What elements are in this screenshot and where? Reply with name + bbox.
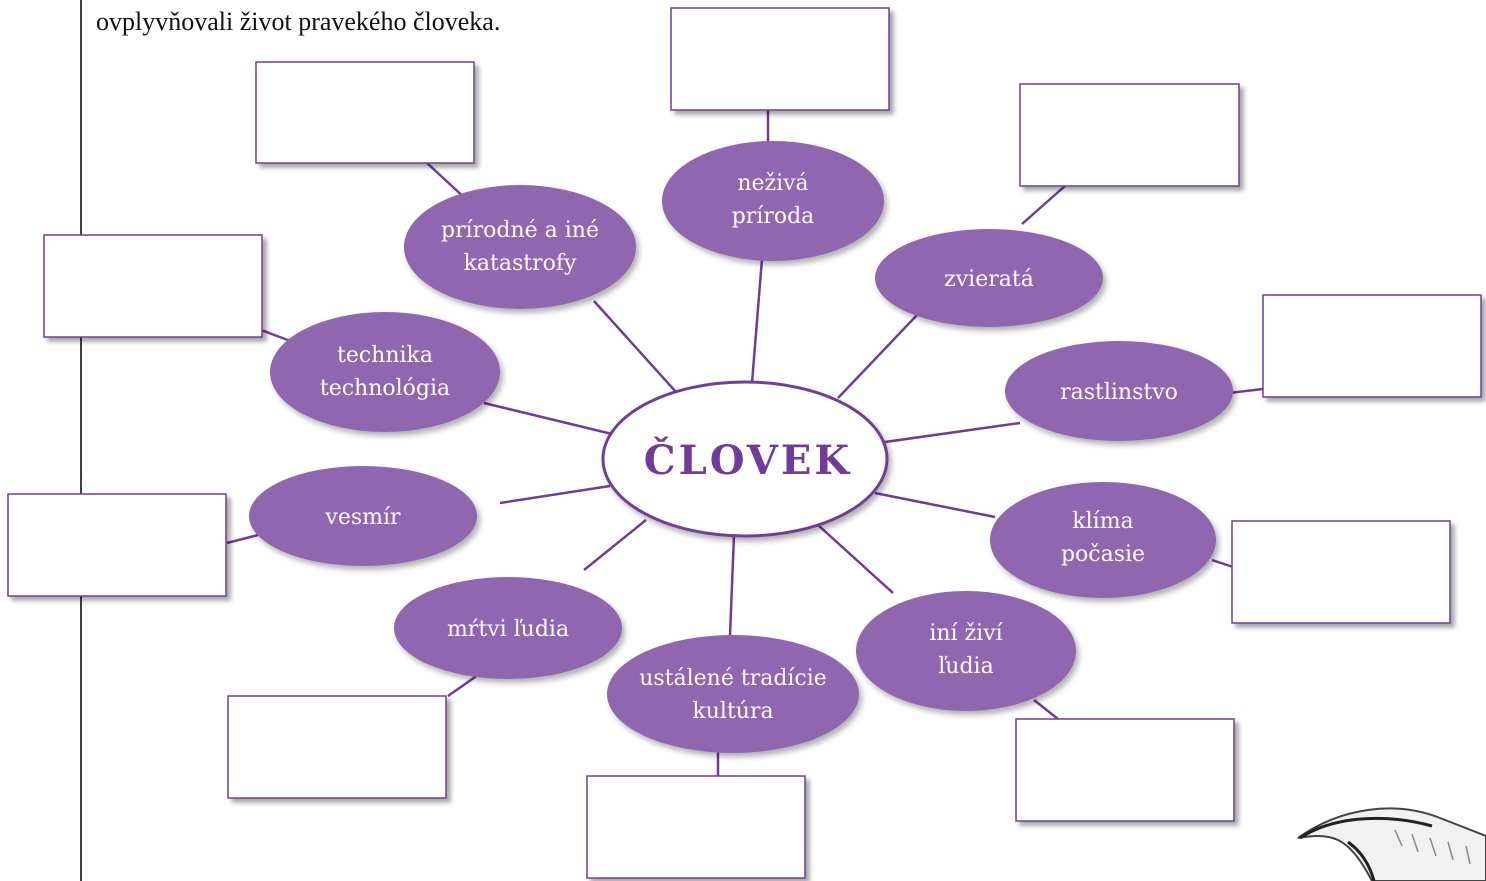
node-label-line: neživá [737, 171, 808, 196]
connector-box-klima [1211, 558, 1234, 569]
center-node: ČLOVEK [601, 380, 889, 538]
connector-center-mrtvi-ludia [583, 519, 647, 571]
connectors [226, 110, 1264, 776]
node-label-line: iní živí [929, 621, 1003, 646]
node-vesmir: vesmír [249, 466, 477, 566]
node-klima: klíma počasie [990, 482, 1216, 598]
connector-center-zvierata [837, 313, 919, 399]
node-zvierata: zvieratá [875, 229, 1103, 327]
connector-box-vesmir [226, 533, 259, 545]
connector-box-zvierata [1021, 185, 1066, 225]
decorative-sketch-icon [1297, 807, 1486, 881]
node-label-line: vesmír [324, 505, 401, 530]
connector-box-ini-zivi-ludia [1033, 699, 1059, 720]
connector-center-klima [874, 491, 996, 519]
connector-center-prirodne-katastrofy [593, 300, 677, 393]
answer-boxes [7, 7, 1482, 879]
node-mrtvi-ludia: mŕtvi ľudia [394, 577, 622, 679]
node-label-line: mŕtvi ľudia [447, 617, 569, 642]
center-label: ČLOVEK [644, 437, 852, 484]
node-technika: technika technológia [270, 312, 500, 432]
connector-box-technika [260, 328, 294, 344]
connector-center-rastlinstvo [884, 421, 1021, 444]
node-label-line: počasie [1061, 542, 1145, 567]
connector-box-mrtvi-ludia [447, 673, 479, 698]
node-tradicie: ustálené tradície kultúra [607, 635, 859, 753]
connector-center-vesmir [499, 484, 611, 505]
node-label-line: technológia [320, 376, 450, 401]
node-label-line: rastlinstvo [1060, 380, 1178, 405]
answer-box-ini-zivi-ludia[interactable] [1015, 718, 1235, 822]
node-label-line: prírodné a iné [441, 218, 599, 243]
connector-box-rastlinstvo [1228, 387, 1264, 395]
node-label-line: klíma [1072, 509, 1133, 534]
node-prirodne-katastrofy: prírodné a iné katastrofy [404, 185, 636, 309]
node-label-line: príroda [732, 204, 815, 229]
answer-box-prirodne-katastrofy[interactable] [255, 61, 475, 164]
connector-center-neziva-priroda [750, 258, 764, 384]
node-rastlinstvo: rastlinstvo [1005, 341, 1233, 441]
answer-box-neziva-priroda[interactable] [670, 7, 890, 111]
node-label-line: katastrofy [464, 251, 577, 276]
answer-box-zvierata[interactable] [1019, 83, 1240, 187]
topic-nodes: prírodné a iné katastrofy neživá príroda… [249, 141, 1233, 753]
node-label-line: kultúra [692, 699, 773, 724]
node-neziva-priroda: neživá príroda [662, 141, 884, 261]
node-label-line: ustálené tradície [639, 666, 827, 691]
answer-box-technika[interactable] [43, 234, 263, 338]
node-label-line: zvieratá [944, 267, 1034, 292]
connector-center-technika [483, 401, 613, 436]
connector-center-tradicie [728, 534, 736, 636]
answer-box-vesmir[interactable] [7, 493, 227, 597]
node-label-line: ľudia [938, 654, 993, 679]
answer-box-mrtvi-ludia[interactable] [227, 695, 447, 799]
answer-box-rastlinstvo[interactable] [1262, 294, 1482, 398]
answer-box-klima[interactable] [1231, 520, 1451, 624]
node-label-line: technika [337, 343, 433, 368]
connector-center-ini-zivi-ludia [817, 524, 894, 594]
answer-box-tradicie[interactable] [586, 775, 806, 879]
intro-text: ovplyvňovali život pravekého človeka. [96, 7, 501, 36]
node-ini-zivi-ludia: iní živí ľudia [856, 591, 1076, 711]
